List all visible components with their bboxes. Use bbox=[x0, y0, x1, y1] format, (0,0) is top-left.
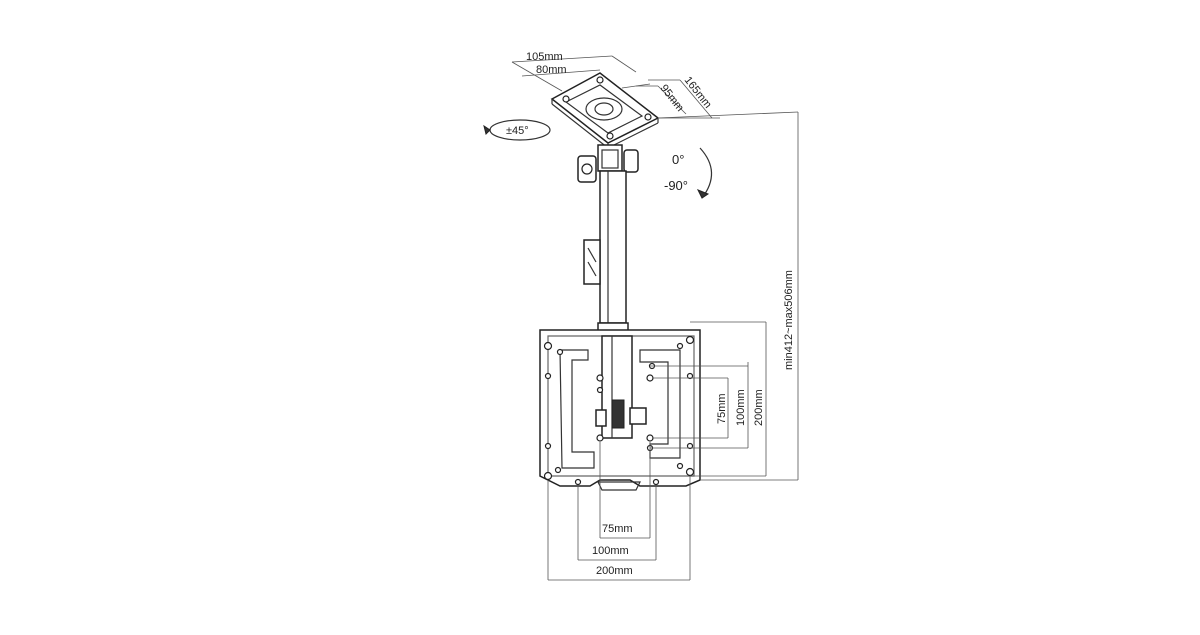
tilt-minus90-label: -90° bbox=[664, 178, 688, 193]
vesa-v75-label: 75mm bbox=[716, 393, 728, 424]
vesa-v200-label: 200mm bbox=[753, 389, 765, 426]
vesa-vertical-dimensions: 75mm 100mm 200mm bbox=[650, 321, 767, 477]
base-depth-95-label: 95mm bbox=[658, 82, 686, 113]
vesa-h75-label: 75mm bbox=[602, 523, 633, 535]
height-range-label: min412~max506mm bbox=[783, 270, 795, 370]
tilt-indicator: 0° -90° bbox=[664, 147, 713, 199]
swivel-angle-label: ±45° bbox=[506, 125, 529, 137]
vesa-h100-label: 100mm bbox=[592, 545, 629, 557]
height-dimension: min412~max506mm bbox=[657, 111, 799, 481]
base-width-105-label: 105mm bbox=[526, 51, 563, 63]
tilt-joint bbox=[577, 144, 639, 183]
vesa-v100-label: 100mm bbox=[735, 389, 747, 426]
base-depth-165-label: 165mm bbox=[682, 74, 714, 110]
vesa-horizontal-dimensions: 75mm 100mm 200mm bbox=[547, 442, 691, 581]
telescopic-pole bbox=[583, 170, 629, 336]
vesa-h200-label: 200mm bbox=[596, 565, 633, 577]
ceiling-plate bbox=[550, 72, 660, 149]
swivel-indicator: ±45° bbox=[483, 119, 551, 141]
vesa-plate bbox=[539, 329, 701, 491]
tilt-zero-label: 0° bbox=[672, 152, 684, 167]
base-width-80-label: 80mm bbox=[536, 64, 567, 76]
